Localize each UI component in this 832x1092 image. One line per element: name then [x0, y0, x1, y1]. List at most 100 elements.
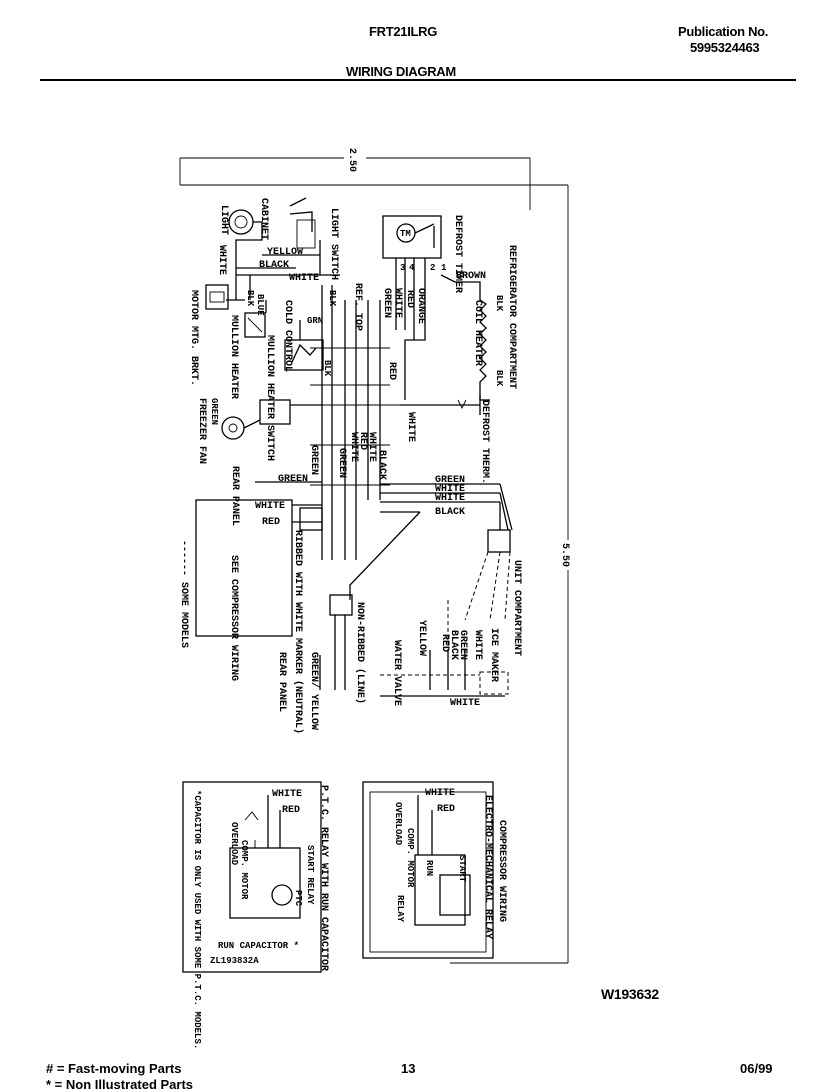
water-valve-label: WATER VALVE: [391, 640, 402, 706]
cabinet-label: CABINET: [258, 198, 269, 240]
dim-top-label: 2.50: [346, 148, 357, 172]
timer-terminal-1: 1: [441, 263, 447, 273]
legend-fast-moving: # = Fast-moving Parts: [46, 1061, 182, 1076]
wire-black-unit: BLACK: [435, 507, 465, 518]
wire-white-ice: WHITE: [472, 630, 483, 660]
light-switch-label: LIGHT SWITCH: [328, 208, 339, 280]
header-rule: [40, 79, 796, 81]
cold-control-label: COLD CONTROL: [282, 300, 293, 372]
legend-non-illustrated: * = Non Illustrated Parts: [46, 1077, 194, 1092]
wire-yellow-ice: YELLOW: [416, 620, 427, 656]
some-models-label: ------ SOME MODELS: [178, 540, 189, 648]
ptc-white: WHITE: [272, 789, 302, 800]
em-start: START: [457, 855, 467, 883]
wire-yellow-label: YELLOW: [267, 247, 303, 258]
defrost-timer: [382, 215, 442, 275]
wire-black-ice: BLACK: [448, 630, 459, 660]
issue-date: 06/99: [740, 1061, 773, 1076]
timer-motor-label: TM: [400, 229, 411, 239]
wire-white-light-label: WHITE: [216, 245, 227, 275]
coil-heater: [479, 299, 490, 401]
coil-blk-1: BLK: [494, 295, 504, 312]
motor-mtg-label: MOTOR MTG. BRKT.: [188, 290, 199, 386]
wire-white-timer: WHITE: [392, 288, 403, 318]
ptc-note: *CAPACITOR IS ONLY USED WITH SOME P.T.C.…: [192, 790, 202, 1049]
mullion-heater-label: MULLION HEATER: [228, 315, 239, 399]
wire-blue-label: BLUE: [255, 294, 265, 316]
compressor-box: [195, 499, 323, 637]
wire-white-harness: WHITE: [348, 432, 359, 462]
coil-heater-label: COIL HEATER: [472, 300, 483, 366]
mullion-heater-assembly: [205, 284, 267, 338]
em-relay: RELAY: [395, 895, 405, 923]
wire-red-ice: RED: [439, 634, 450, 652]
wire-white-unit: WHITE: [435, 484, 465, 495]
upper-wiring: [235, 240, 340, 300]
refrigerator-compartment-label: REFRIGERATOR COMPARTMENT: [506, 245, 517, 389]
em-relay-box: [362, 781, 494, 959]
defrost-thermostat: [400, 395, 481, 415]
wire-green-rear: GREEN: [278, 474, 308, 485]
coil-blk-2: BLK: [494, 370, 504, 387]
ribbed-neutral-label: RIBBED WITH WHITE MARKER (NEUTRAL): [292, 530, 304, 734]
page-title: WIRING DIAGRAM: [346, 64, 456, 79]
timer-wires: [395, 274, 481, 400]
wire-red-timer: RED: [404, 290, 415, 308]
wire-white-label: WHITE: [289, 273, 319, 284]
wire-red-comp: RED: [262, 517, 280, 528]
ptc-part-no: ZL193832A: [210, 956, 259, 966]
non-ribbed-label: NON-RIBBED (LINE): [354, 602, 366, 704]
unit-compartment-label: UNIT COMPARTMENT: [511, 560, 522, 656]
wire-orange-timer: ORANGE: [415, 288, 426, 324]
dim-side-label: 5.50: [559, 543, 570, 567]
drawing-number: W193632: [601, 986, 659, 1002]
rear-panel-2-label: REAR PANEL: [276, 652, 287, 712]
em-comp-motor: COMP. MOTOR: [405, 828, 415, 888]
timer-terminal-2: 2: [430, 263, 435, 273]
see-compressor-label: SEE COMPRESSOR WIRING: [228, 555, 239, 681]
light-assembly: [228, 197, 316, 270]
wire-green-harness: GREEN: [308, 445, 319, 475]
ptc-overload: OVERLOAD: [229, 822, 239, 866]
unit-wires: [349, 483, 513, 600]
em-run: RUN: [424, 860, 434, 876]
wire-green-timer: GREEN: [381, 288, 392, 318]
line-cord: [319, 594, 353, 690]
ptc-red: RED: [282, 805, 300, 816]
ice-maker-assembly: [380, 551, 511, 697]
wire-green-ice: GREEN: [457, 630, 468, 660]
wire-white-harness-2: WHITE: [366, 432, 377, 462]
ice-maker-label: ICE MAKER: [488, 628, 499, 682]
ptc-comp-motor: COMP. MOTOR: [239, 840, 249, 900]
ptc-label: PTC: [293, 890, 303, 907]
ptc-relay: START RELAY: [305, 845, 315, 905]
defrost-timer-label: DEFROST TIMER: [452, 215, 463, 293]
wire-black-harness: BLACK: [376, 450, 387, 480]
wire-white-therm: WHITE: [405, 412, 416, 442]
wire-blk-cold: BLK: [322, 360, 332, 377]
wire-green-harness-2: GREEN: [336, 448, 347, 478]
light-label: LIGHT: [218, 205, 229, 235]
wire-blk-mullion: BLK: [245, 290, 255, 307]
green-yellow-label: GREEN/ YELLOW: [308, 652, 320, 730]
timer-terminal-4: 4: [409, 263, 415, 273]
wire-white-unit-2: WHITE: [435, 493, 465, 504]
freezer-fan-label: FREEZER FAN: [196, 398, 207, 464]
model-number: FRT21ILRG: [369, 24, 438, 39]
mullion-switch-label: MULLION HEATER SWITCH: [264, 335, 275, 461]
em-subtitle: ELECTRO-MECHANICAL RELAY: [482, 795, 493, 939]
wire-brown-label: BROWN: [456, 271, 486, 282]
wire-green-unit: GREEN: [435, 475, 465, 486]
timer-terminal-3: 3: [400, 263, 405, 273]
em-overload: OVERLOAD: [393, 802, 403, 846]
em-red: RED: [437, 804, 455, 815]
ptc-title: P.T.C. RELAY WITH RUN CAPACITOR: [318, 785, 329, 971]
wire-black-label: BLACK: [259, 260, 289, 271]
ptc-relay-box: [182, 781, 322, 973]
publication-number: 5995324463: [690, 40, 760, 55]
dimension-lines: [179, 157, 569, 964]
wire-red-harness: RED: [357, 432, 368, 450]
em-title: COMPRESSOR WIRING: [496, 820, 507, 922]
wire-green-fan: GREEN: [209, 398, 219, 425]
